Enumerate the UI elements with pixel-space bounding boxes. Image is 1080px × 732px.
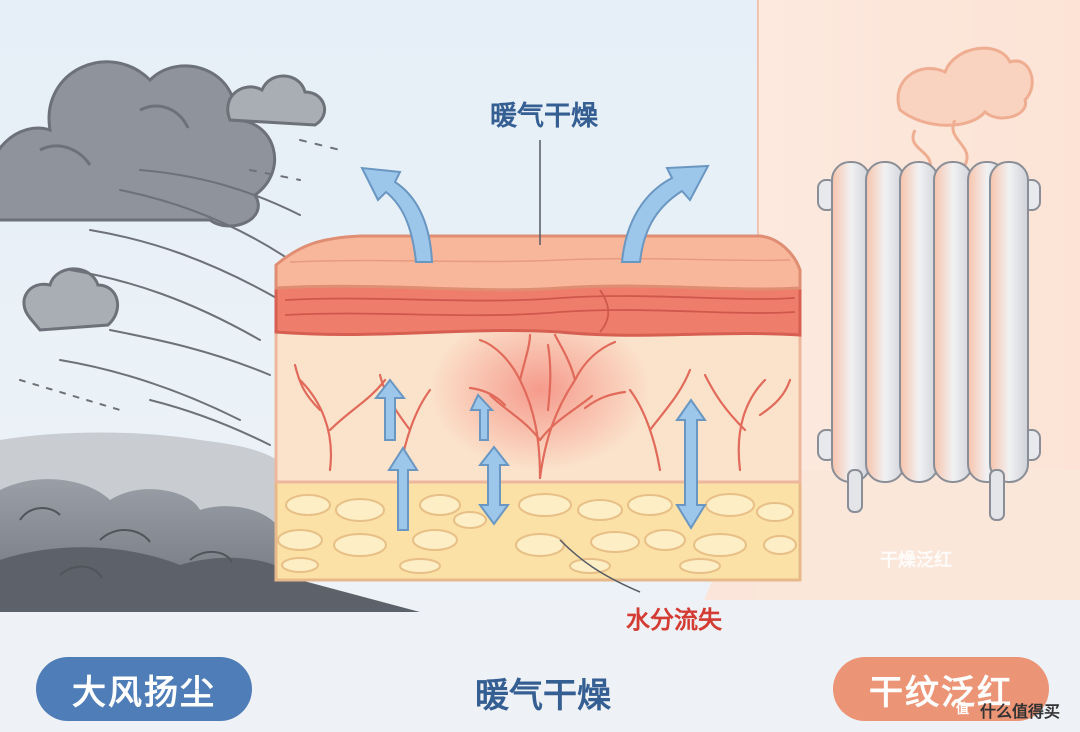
small-cloud-icon: [226, 74, 327, 127]
mid-cloud-icon: [22, 267, 119, 332]
top-callout-label: 暖气干燥: [490, 101, 598, 132]
wind-dust-badge: 大风扬尘: [36, 657, 252, 721]
moisture-arrows: [373, 378, 707, 531]
watermark-badge-text: 值: [956, 702, 970, 717]
capillaries: [293, 333, 792, 480]
leader-lines: [539, 140, 641, 593]
dust-cloud: [0, 432, 420, 612]
radiator-icon: [817, 161, 1041, 521]
wind-lines: [19, 139, 341, 446]
watermark-text: 什么值得买: [980, 702, 1061, 721]
center-caption: 暖气干燥: [475, 676, 611, 716]
wind-dust-badge-label: 大风扬尘: [72, 672, 216, 713]
redness-badge: 干纹泛红: [833, 657, 1049, 721]
radiator-note: 干燥泛红: [880, 550, 952, 571]
evaporation-arrows: [360, 164, 710, 263]
bottom-callout-label: 水分流失: [626, 606, 722, 634]
fat-cells: [277, 493, 797, 574]
skin-cross-section: [274, 234, 802, 582]
redness-badge-label: 干纹泛红: [869, 672, 1013, 713]
storm-cloud-icon: [0, 60, 277, 228]
